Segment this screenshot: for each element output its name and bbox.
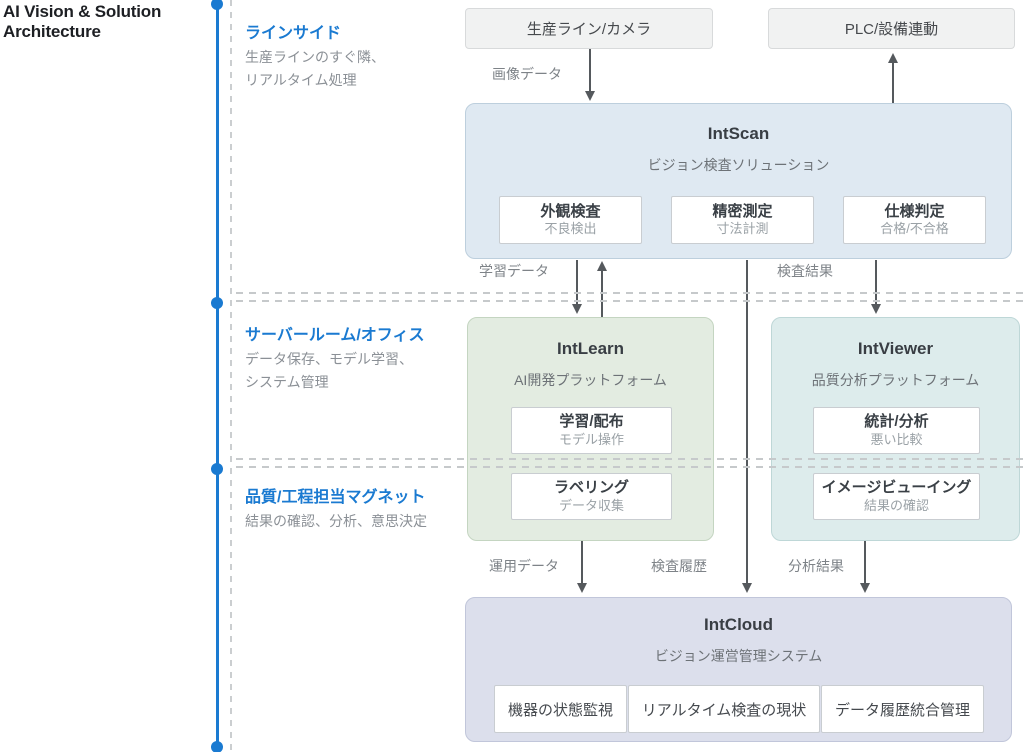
feature-subtitle: 不良検出 [544, 221, 597, 237]
lane-desc-quality: 結果の確認、分析、意思決定 [245, 510, 427, 533]
feature-card: リアルタイム検査の現状 [627, 685, 821, 733]
intscan-feature-row: 外観検査 不良検出 精密測定 寸法計測 仕様判定 合格/不合格 [499, 196, 986, 244]
lane-desc-line: システム管理 [245, 373, 329, 390]
feature-title: リアルタイム検査の現状 [641, 701, 807, 719]
feature-title: イメージビューイング [821, 479, 972, 497]
feature-card: イメージビューイング 結果の確認 [813, 473, 980, 520]
feature-title: 精密測定 [712, 202, 773, 220]
timeline-line [216, 4, 219, 748]
feature-subtitle: データ収集 [558, 497, 624, 513]
lane-separator-dashed [236, 466, 1024, 468]
lane-heading-quality: 品質/工程担当マグネット [245, 489, 426, 506]
lane-desc-serverroom: データ保存、モデル学習、 システム管理 [245, 348, 413, 393]
feature-title: 仕様判定 [884, 202, 945, 220]
timeline-dot [211, 463, 223, 475]
page-title: AI Vision & Solution Architecture [3, 2, 162, 42]
feature-card: 仕様判定 合格/不合格 [843, 196, 986, 244]
intviewer-name: IntViewer [857, 339, 934, 358]
feature-card: ラベリング データ収集 [511, 473, 672, 520]
feature-card: 精密測定 寸法計測 [671, 196, 814, 244]
arrow-training-data-down [571, 260, 582, 314]
flow-label-inspection-history: 検査履歴 [651, 558, 707, 574]
feature-title: 統計/分析 [864, 413, 929, 431]
flow-label-inspection-result: 検査結果 [777, 263, 833, 279]
intlearn-name: IntLearn [556, 339, 625, 358]
intcloud-feature-row: 機器の状態監視 リアルタイム検査の現状 データ履歴統合管理 [494, 685, 984, 733]
product-intviewer: IntViewer 品質分析プラットフォーム 統計/分析 悪い比較 イメージビュ… [771, 317, 1020, 541]
lane-separator-dashed [236, 458, 1024, 460]
feature-title: 機器の状態監視 [508, 701, 614, 719]
intviewer-subtitle: 品質分析プラットフォーム [811, 372, 980, 388]
flow-label-image-data: 画像データ [492, 66, 562, 82]
lane-desc-line: リアルタイム処理 [245, 71, 357, 88]
arrow-image-data-down [584, 49, 595, 101]
lane-desc-line: 生産ラインのすぐ隣、 [245, 49, 385, 65]
feature-title: ラベリング [553, 479, 629, 497]
product-intlearn: IntLearn AI開発プラットフォーム 学習/配布 モデル操作 ラベリング … [467, 317, 714, 541]
feature-card: 機器の状態監視 [494, 685, 628, 733]
feature-title: データ履歴統合管理 [834, 701, 970, 719]
feature-card: データ履歴統合管理 [820, 685, 984, 733]
intscan-name: IntScan [707, 124, 770, 143]
arrow-inspection-history-down [741, 260, 752, 593]
feature-card: 学習/配布 モデル操作 [511, 407, 672, 454]
feature-subtitle: モデル操作 [558, 431, 624, 447]
arrow-to-plc-up [887, 53, 898, 103]
lane-heading-lineside: ラインサイド [245, 25, 342, 42]
feature-subtitle: 悪い比較 [870, 431, 923, 447]
feature-card: 外観検査 不良検出 [499, 196, 642, 244]
product-intcloud: IntCloud ビジョン運営管理システム 機器の状態監視 リアルタイム検査の現… [465, 597, 1012, 742]
timeline-dot [211, 297, 223, 309]
product-intscan: IntScan ビジョン検査ソリューション 外観検査 不良検出 精密測定 寸法計… [465, 103, 1012, 259]
feature-subtitle: 結果の確認 [863, 497, 929, 513]
feature-subtitle: 寸法計測 [716, 221, 769, 237]
lane-separator-dashed [236, 300, 1024, 302]
intlearn-subtitle: AI開発プラットフォーム [514, 372, 667, 388]
lane-heading-serverroom: サーバールーム/オフィス [245, 327, 425, 344]
node-production-line-camera: 生産ライン/カメラ [465, 8, 713, 49]
lane-desc-lineside: 生産ラインのすぐ隣、 リアルタイム処理 [245, 46, 385, 91]
intscan-subtitle: ビジョン検査ソリューション [647, 157, 830, 173]
intcloud-name: IntCloud [704, 615, 773, 634]
lane-desc-line: データ保存、モデル学習、 [245, 351, 413, 367]
flow-label-training-data: 学習データ [479, 263, 549, 279]
feature-title: 学習/配布 [559, 413, 624, 431]
feature-card: 統計/分析 悪い比較 [813, 407, 980, 454]
flow-label-operation-data: 運用データ [489, 558, 559, 574]
intcloud-subtitle: ビジョン運営管理システム [654, 648, 823, 664]
arrow-analysis-result-down [859, 541, 870, 593]
node-plc-equipment: PLC/設備連動 [768, 8, 1015, 49]
feature-subtitle: 合格/不合格 [880, 221, 949, 237]
timeline-dashed-guide [230, 0, 232, 752]
timeline-dot [211, 741, 223, 752]
feature-title: 外観検査 [540, 202, 601, 220]
arrow-inspection-result-down [870, 260, 881, 314]
arrow-operation-data-down [576, 541, 587, 593]
flow-label-analysis-result: 分析結果 [788, 558, 844, 574]
timeline-dot [211, 0, 223, 10]
lane-desc-line: 結果の確認、分析、意思決定 [245, 513, 427, 529]
lane-separator-dashed [236, 292, 1024, 294]
